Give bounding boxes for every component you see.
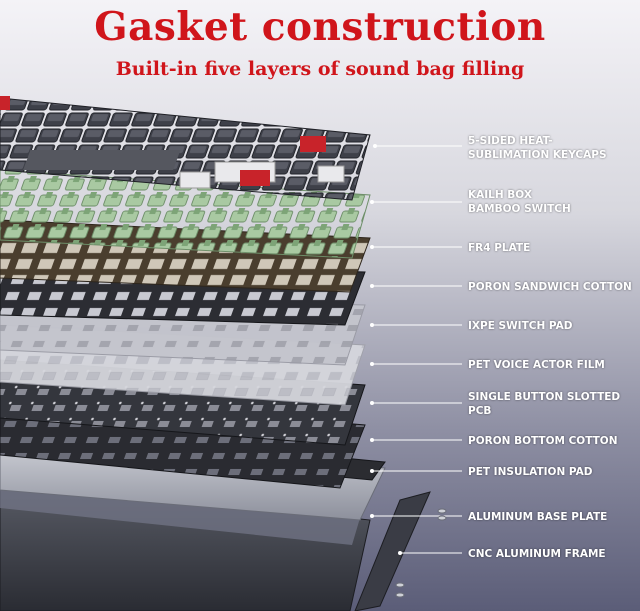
label-fr4-plate: FR4 PLATE: [468, 242, 531, 254]
label-pet-film: PET VOICE ACTOR FILM: [468, 359, 605, 371]
keycap-layer: [0, 96, 371, 201]
page-title: Gasket construction: [94, 4, 546, 50]
leader-lines: [372, 145, 462, 554]
page-subtitle: Built-in five layers of sound bag fillin…: [115, 58, 525, 80]
label-poron-bottom: PORON BOTTOM COTTON: [468, 435, 618, 447]
screws: [395, 508, 447, 598]
label-cnc-frame: CNC ALUMINUM FRAME: [468, 548, 606, 560]
label-poron-sandwich: PORON SANDWICH COTTON: [468, 281, 632, 293]
label-ixpe-pad: IXPE SWITCH PAD: [468, 320, 573, 332]
label-aluminum-base: ALUMINUM BASE PLATE: [468, 511, 608, 523]
label-pet-insulation: PET INSULATION PAD: [468, 466, 593, 478]
leader-dots: [370, 144, 402, 555]
label-keycaps: 5-SIDED HEAT-SUBLIMATION KEYCAPS: [468, 135, 607, 161]
